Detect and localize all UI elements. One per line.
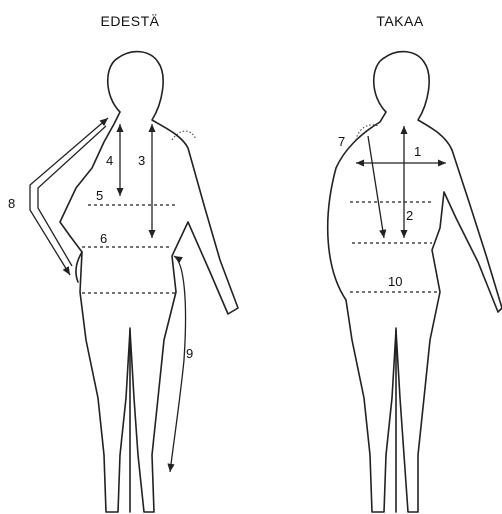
label-2: 2: [406, 208, 413, 223]
label-9: 9: [186, 346, 193, 361]
front-arrow-9: [170, 256, 186, 472]
back-body-outline: [328, 52, 502, 512]
label-4: 4: [106, 153, 113, 168]
label-7: 7: [338, 134, 345, 149]
front-figure: EDESTÄ 4 3 5 6 8 9: [8, 13, 238, 512]
label-5: 5: [96, 188, 103, 203]
label-10: 10: [388, 274, 402, 289]
label-6: 6: [100, 231, 107, 246]
back-figure: TAKAA 1 2 7 10: [328, 13, 502, 512]
label-8: 8: [8, 196, 15, 211]
label-1: 1: [414, 144, 421, 159]
front-body-outline: [60, 52, 238, 512]
front-title: EDESTÄ: [100, 13, 159, 29]
back-title: TAKAA: [376, 13, 424, 29]
front-shoulder-mark: [172, 131, 196, 140]
back-arrow-diagonal: [368, 136, 384, 238]
label-3: 3: [138, 153, 145, 168]
